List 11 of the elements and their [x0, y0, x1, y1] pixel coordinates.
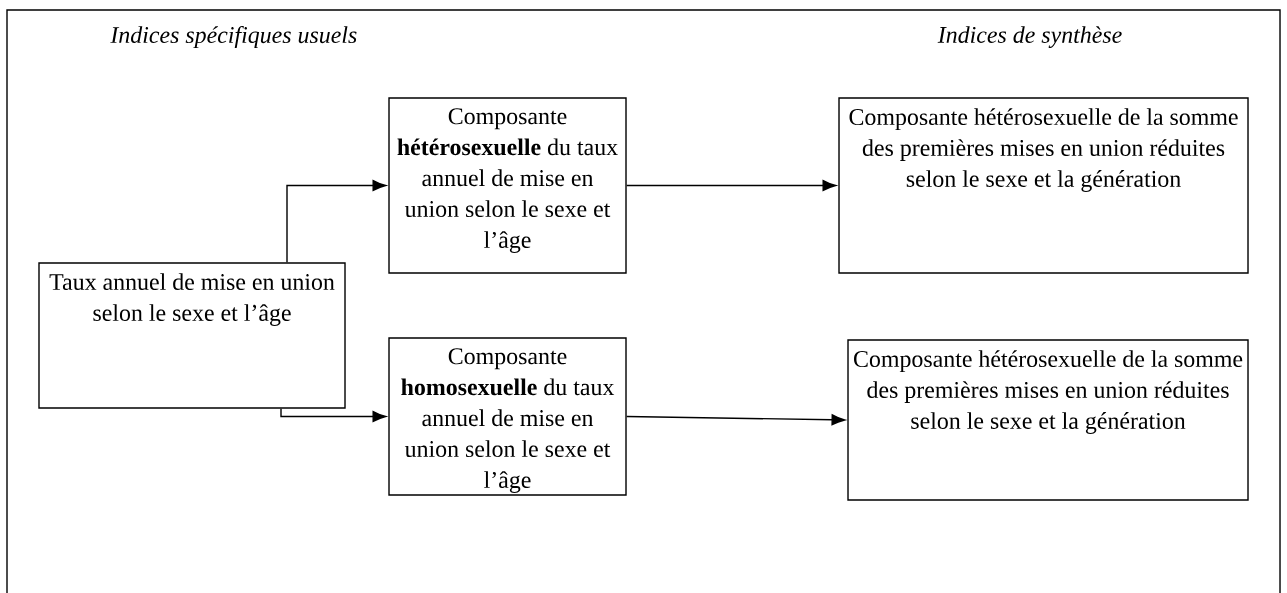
process-box: Composante homosexuelle du taux annuel de mise en union selon le sexe et l’âge: [388, 337, 627, 496]
arrow: [280, 408, 387, 423]
column-heading: Indices spécifiques usuels: [110, 26, 357, 48]
arrow: [626, 179, 837, 192]
arrow: [286, 179, 387, 263]
process-box: Composante hétérosexuelle de la somme des premières mises en union réduites selon le sexe et la génération: [847, 339, 1249, 501]
process-box: Taux annuel de mise en union selon le sexe et l’âge: [38, 262, 346, 409]
column-heading: Indices de synthèse: [937, 26, 1122, 48]
process-box: Composante hétérosexuelle du taux annuel de mise en union selon le sexe et l’âge: [388, 97, 627, 274]
process-box: Composante hétérosexuelle de la somme des premières mises en union réduites selon le sexe et la génération: [838, 97, 1249, 274]
arrow: [626, 414, 846, 426]
